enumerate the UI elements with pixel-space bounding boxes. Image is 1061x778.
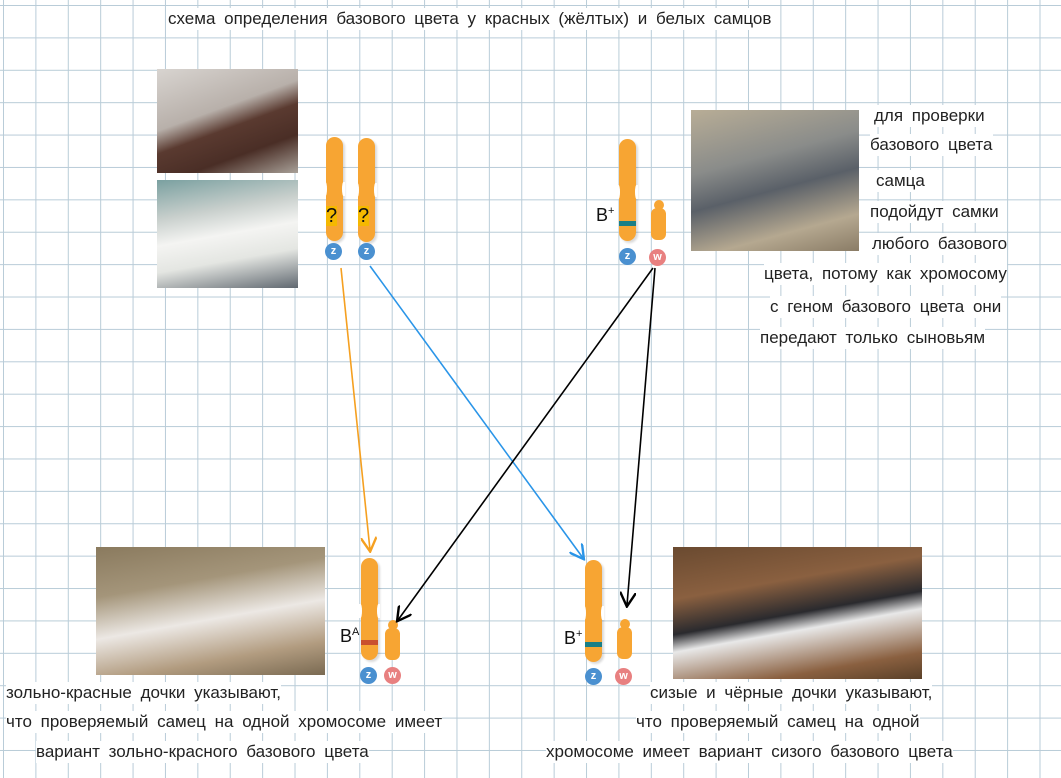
allele-sup: + (608, 205, 615, 217)
note-line: любого базового (872, 233, 1008, 255)
w-badge: w (384, 667, 401, 684)
note-line: для проверки (874, 105, 985, 127)
allele-base: B (340, 626, 353, 646)
allele-label-b-plus: B+ (564, 628, 582, 649)
note-line: цвета, потому как хромосому (764, 263, 1007, 285)
photo-blue-hen (691, 110, 859, 251)
right-caption-line: что проверяемый самец на одной (636, 711, 920, 733)
z-badge: z (358, 243, 375, 260)
photo-white-pigeon (157, 180, 298, 288)
z-chromosome-b-plus (617, 139, 638, 241)
note-line: самца (876, 170, 925, 192)
left-caption-line: вариант зольно-красного базового цвета (36, 741, 369, 763)
arrow-black-left (398, 267, 654, 620)
right-caption-line: хромосоме имеет вариант сизого базового … (546, 741, 953, 763)
w-badge: w (615, 668, 632, 685)
allele-sup: + (576, 628, 583, 640)
arrow-orange (340, 267, 370, 550)
unknown-allele-2: ? (358, 205, 370, 227)
z-badge: z (585, 668, 602, 685)
note-line: передают только сыновьям (760, 327, 986, 349)
z-chromosome-b-a (359, 558, 380, 660)
z-chromosome-b-plus (583, 560, 604, 662)
allele-base: B (596, 205, 609, 225)
allele-label-b-plus: B+ (596, 205, 614, 226)
w-badge: w (649, 249, 666, 266)
photo-ash-red-daughters (96, 547, 325, 675)
arrow-black-right (627, 267, 656, 605)
z-badge: z (360, 667, 377, 684)
allele-base: B (564, 628, 577, 648)
allele-label-b-a: BA (340, 626, 359, 647)
w-chromosome (651, 200, 666, 240)
left-caption-line: зольно-красные дочки указывают, (6, 682, 281, 704)
diagram-title: схема определения базового цвета у красн… (168, 8, 772, 30)
arrow-blue (369, 265, 583, 558)
photo-blue-black-daughters (673, 547, 922, 679)
note-line: с геном базового цвета они (770, 296, 1002, 318)
note-line: подойдут самки (870, 201, 999, 223)
left-caption-line: что проверяемый самец на одной хромосоме… (6, 711, 443, 733)
photo-red-pigeon (157, 69, 298, 173)
w-chromosome (617, 619, 632, 659)
z-badge: z (619, 248, 636, 265)
z-badge: z (325, 243, 342, 260)
allele-sup: A (352, 626, 360, 638)
w-chromosome (385, 620, 400, 660)
right-caption-line: сизые и чёрные дочки указывают, (650, 682, 933, 704)
note-line: базового цвета (870, 134, 993, 156)
unknown-allele-1: ? (326, 205, 338, 227)
